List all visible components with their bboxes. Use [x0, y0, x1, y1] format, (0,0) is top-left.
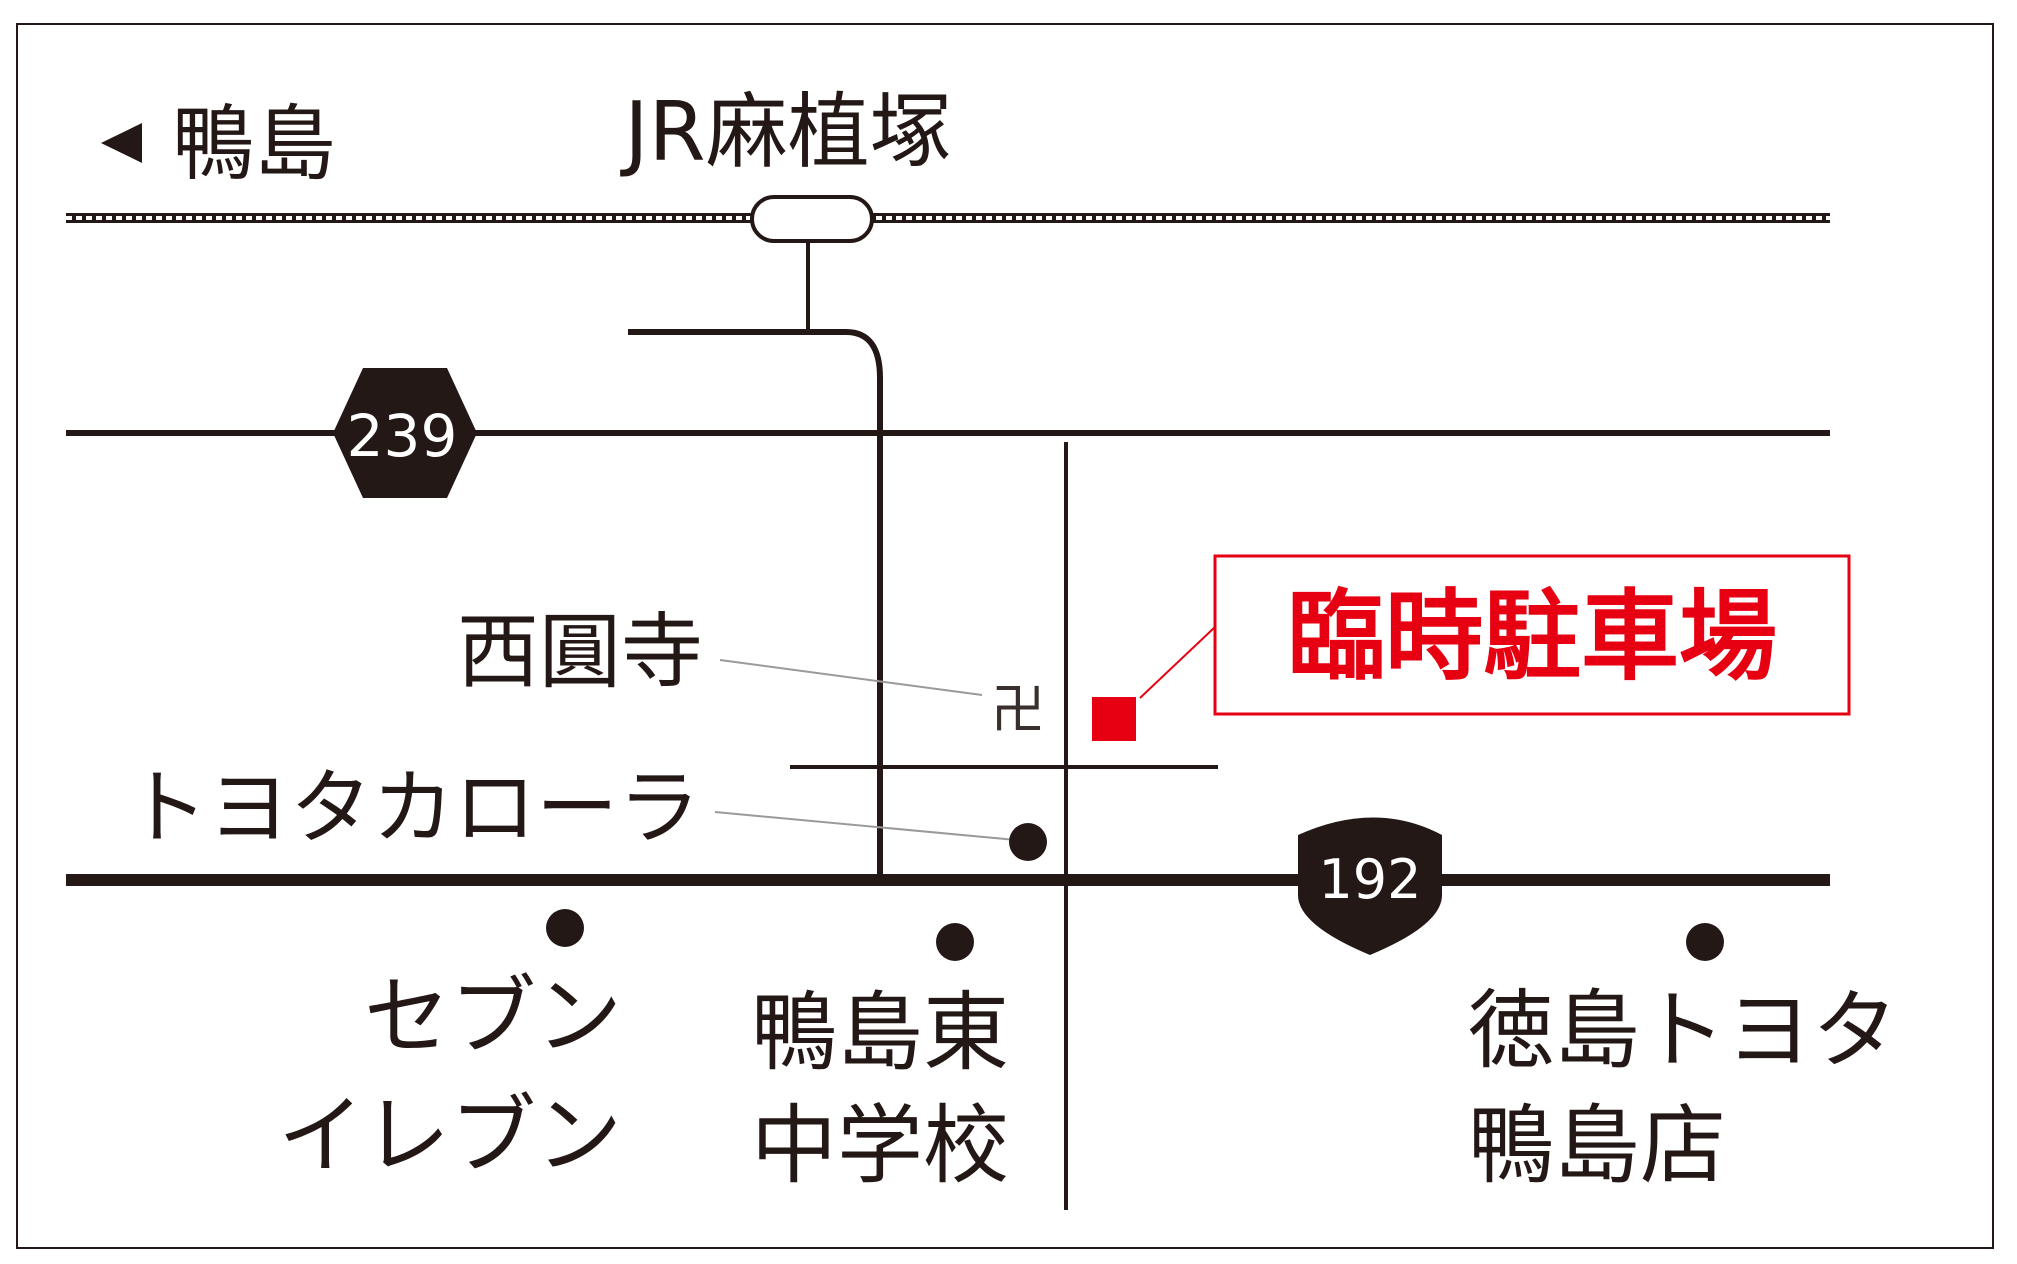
red-square-marker-icon — [1092, 697, 1136, 741]
route-239-number: 239 — [347, 402, 458, 470]
national-route-shield-icon — [1298, 817, 1442, 955]
tokushima-toyota-label-line1: 徳島トヨタ — [1468, 981, 1898, 1081]
railway-line — [66, 213, 1830, 223]
direction-label: 鴨島 — [172, 97, 336, 192]
tokushima-toyota-label-line2: 鴨島店 — [1468, 1096, 1726, 1196]
school-label-line1: 鴨島東 — [751, 983, 1009, 1083]
route-192-number: 192 — [1318, 848, 1421, 911]
temple-leader-line — [719, 659, 983, 696]
seven-eleven-label-line2: イレブン — [278, 1086, 622, 1186]
tokushima-toyota-dot-icon — [1686, 923, 1724, 961]
toyota-corolla-label: トヨタカローラ — [126, 761, 700, 856]
school-label-line2: 中学校 — [751, 1096, 1009, 1196]
parking-label: 臨時駐車場 — [1287, 580, 1777, 694]
school-dot-icon — [936, 923, 974, 961]
manji-temple-icon: 卍 — [991, 678, 1045, 741]
station-capsule-icon — [750, 195, 874, 243]
toyota-corolla-leader-line — [714, 811, 1017, 841]
hexagon-route-shield-icon — [333, 368, 477, 498]
parking-callout-box — [1213, 554, 1851, 716]
temple-label: 西圓寺 — [457, 605, 703, 700]
station-label: JR麻植塚 — [619, 85, 951, 180]
seven-eleven-label-line1: セブン — [364, 967, 622, 1067]
route-239-shield: 239 — [333, 368, 477, 498]
triangle-left-icon — [101, 123, 142, 163]
seven-eleven-dot-icon — [546, 909, 584, 947]
route-192-shield: 192 — [1298, 817, 1442, 955]
north-south-road-west — [628, 329, 883, 885]
toyota-corolla-dot-icon — [1009, 823, 1047, 861]
